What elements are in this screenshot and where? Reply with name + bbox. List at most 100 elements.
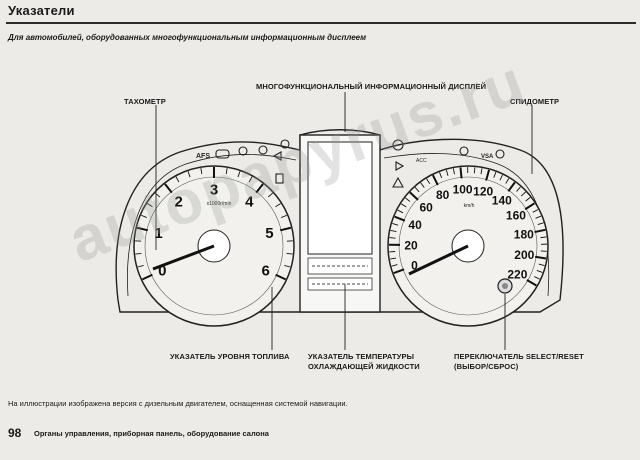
speedometer-major-tick xyxy=(409,191,419,201)
footer-section-title: Органы управления, приборная панель, обо… xyxy=(34,429,269,438)
callout-speedometer: СПИДОМЕТР xyxy=(510,97,560,106)
speedometer-minor-tick xyxy=(420,182,425,188)
tachometer-minor-tick xyxy=(187,171,191,178)
callout-coolant-temp-line1: УКАЗАТЕЛЬ ТЕМПЕРАТУРЫ xyxy=(308,352,415,361)
callout-coolant-temp-line2: ОХЛАЖДАЮЩЕЙ ЖИДКОСТИ xyxy=(308,362,420,371)
brake-warning-icon xyxy=(392,139,404,151)
seatbelt-icon xyxy=(495,149,505,159)
section-title: Указатели xyxy=(8,3,75,18)
speedometer-minor-tick xyxy=(538,263,545,266)
vsa-indicator-icon xyxy=(459,146,469,156)
speedometer-major-tick xyxy=(507,181,516,192)
callout-tachometer: ТАХОМЕТР xyxy=(124,97,166,106)
speedometer-unit: km/h xyxy=(464,203,475,209)
speedometer-tick-label: 20 xyxy=(404,238,418,252)
tachometer-minor-tick xyxy=(137,264,144,268)
speedometer-major-tick xyxy=(534,228,546,234)
speedometer-minor-tick xyxy=(426,178,431,185)
turn-right-icon xyxy=(395,161,405,171)
speedometer-tick-label: 100 xyxy=(453,182,473,196)
callout-leaders xyxy=(155,92,533,350)
tachometer-minor-tick xyxy=(275,203,281,208)
tachometer-tick-label: 0 xyxy=(158,262,166,279)
tachometer-minor-tick xyxy=(237,171,241,178)
subtitle: Для автомобилей, оборудованных многофунк… xyxy=(8,33,367,42)
speedometer-tick-label: 140 xyxy=(492,193,512,207)
tachometer-major-tick xyxy=(275,273,287,281)
speedometer-minor-tick xyxy=(405,197,411,202)
tachometer-tick-label: 1 xyxy=(154,225,162,242)
vsa-label: VSA xyxy=(481,154,494,160)
speedometer-tick-label: 220 xyxy=(507,268,527,282)
speedometer-major-tick xyxy=(394,215,406,222)
callout-select-reset: ПЕРЕКЛЮЧАТЕЛЬ SELECT/RESET (ВЫБОР/СБРОС) xyxy=(454,352,584,372)
speedometer-major-tick xyxy=(459,167,463,179)
speedometer-tick-label: 60 xyxy=(419,201,433,215)
speedometer-minor-tick xyxy=(389,237,396,239)
speedometer-minor-tick xyxy=(499,174,503,181)
tachometer-minor-tick xyxy=(147,203,153,208)
speedometer-tick-label: 160 xyxy=(506,208,526,222)
tachometer-major-tick xyxy=(141,273,153,281)
speedometer-major-tick xyxy=(534,255,547,260)
fuel-pump-icon xyxy=(275,173,284,184)
bulb-icon xyxy=(280,139,290,149)
speedometer-minor-tick xyxy=(534,276,540,280)
speedometer-minor-tick xyxy=(473,167,476,174)
speedometer-tick-label: 120 xyxy=(473,184,493,198)
tachometer-major-tick xyxy=(164,183,173,194)
tachometer-minor-tick xyxy=(286,252,293,255)
select-reset-knob xyxy=(497,278,513,294)
header-divider xyxy=(6,22,636,24)
speedometer-minor-tick xyxy=(536,269,543,273)
speedometer-minor-tick xyxy=(480,168,483,175)
tachometer-major-tick xyxy=(279,226,292,232)
callout-select-reset-line2: (ВЫБОР/СБРОС) xyxy=(454,362,519,371)
tachometer-tick-label: 4 xyxy=(245,194,254,211)
afs-label: AFS xyxy=(196,153,210,160)
tachometer-minor-tick xyxy=(225,168,228,175)
multi-info-display xyxy=(299,134,381,313)
speedometer-minor-tick xyxy=(439,172,443,179)
speedometer-minor-tick xyxy=(390,257,397,260)
speedometer-major-tick xyxy=(485,169,491,181)
page-number: 98 xyxy=(8,426,22,440)
speedometer-minor-tick xyxy=(392,223,399,226)
speedometer-minor-tick xyxy=(493,171,497,178)
engine-oil-icon xyxy=(215,149,230,159)
tachometer-minor-tick xyxy=(281,214,287,218)
speedometer-major-tick xyxy=(393,268,405,274)
turn-left-icon xyxy=(272,151,282,161)
speedometer-minor-tick xyxy=(452,168,455,175)
speedometer-minor-tick xyxy=(400,203,407,208)
speedometer-minor-tick xyxy=(537,222,544,226)
speedometer-minor-tick xyxy=(391,264,398,267)
speedometer-tick-label: 0 xyxy=(411,259,418,273)
callout-fuel-gauge: УКАЗАТЕЛЬ УРОВНЯ ТОПЛИВА xyxy=(170,352,290,361)
speedometer-tick-label: 200 xyxy=(514,248,534,262)
tachometer-tick-label: 3 xyxy=(210,181,218,198)
speedometer-minor-tick xyxy=(516,186,521,192)
tachometer-minor-tick xyxy=(141,214,147,218)
speedometer-minor-tick xyxy=(540,236,547,239)
warning-lights-row xyxy=(215,139,505,188)
tachometer-minor-tick xyxy=(200,168,203,175)
acc-label: ACC xyxy=(416,158,427,164)
tachometer-minor-tick xyxy=(135,252,142,255)
callout-display: МНОГОФУНКЦИОНАЛЬНЫЙ ИНФОРМАЦИОННЫЙ ДИСПЛ… xyxy=(256,82,487,91)
speedometer-major-tick xyxy=(526,279,537,287)
speedometer-tick-label: 80 xyxy=(436,188,450,202)
speedometer-tick-label: 180 xyxy=(514,228,534,242)
speedometer-major-tick xyxy=(524,202,535,211)
speedometer-tick-label: 40 xyxy=(408,218,422,232)
tachometer-minor-tick xyxy=(267,192,273,198)
tachometer-tick-label: 5 xyxy=(265,225,273,242)
speedometer-minor-tick xyxy=(532,209,539,213)
tachometer-tick-label: 6 xyxy=(261,262,269,279)
speedometer-minor-tick xyxy=(445,169,449,176)
headlight-icon xyxy=(238,146,248,156)
tachometer-minor-tick xyxy=(175,176,180,183)
